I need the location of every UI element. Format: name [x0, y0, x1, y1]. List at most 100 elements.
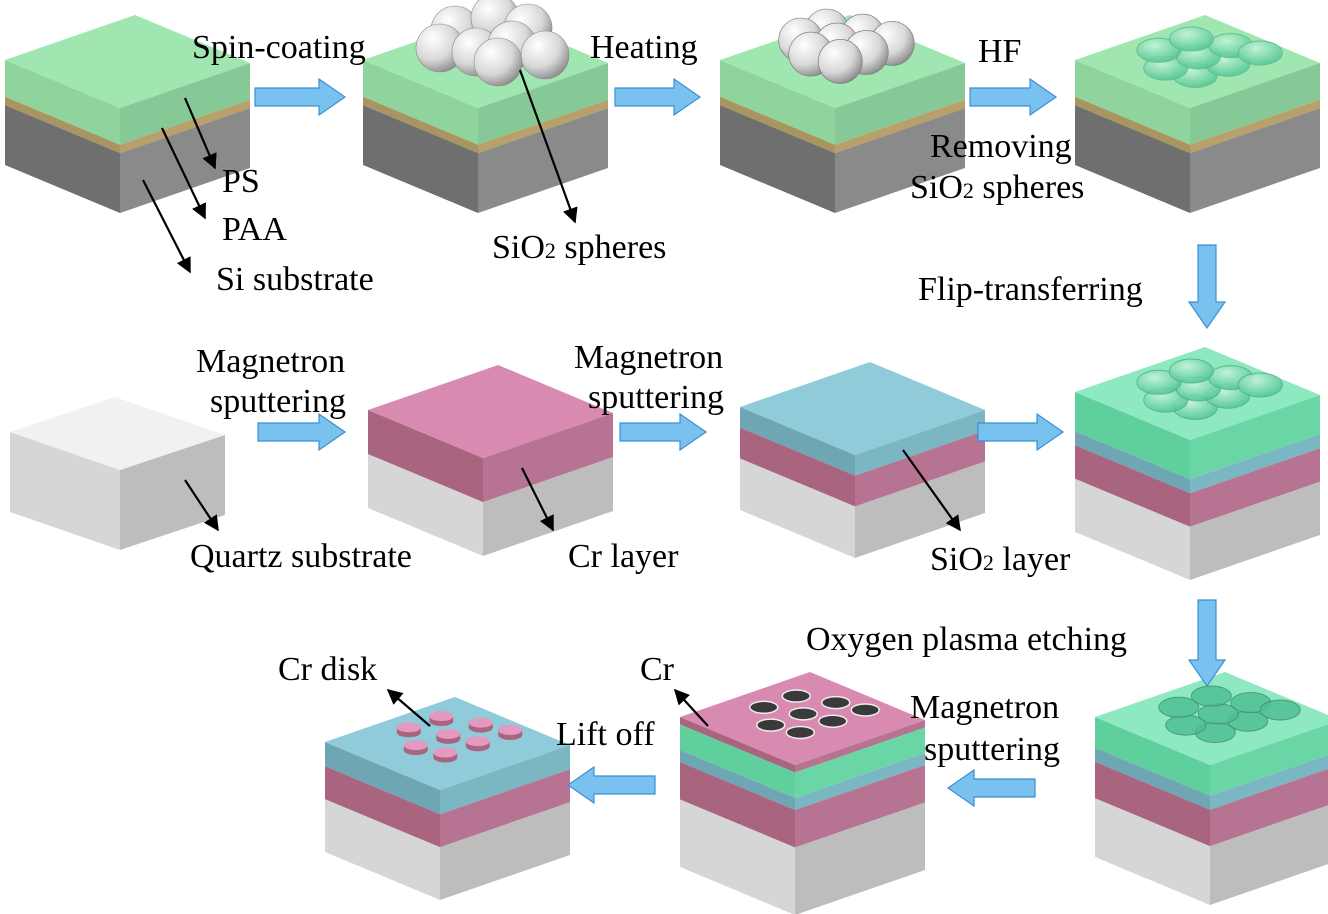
layer-side-face	[478, 63, 608, 145]
step-spin-coating: Spin-coating	[192, 29, 366, 66]
layer-side-face	[835, 108, 965, 213]
layer-front-face	[1075, 392, 1190, 480]
pointer-paa	[161, 127, 206, 220]
arrow-spin-coating	[254, 77, 347, 117]
layer-side-face	[795, 753, 925, 810]
top-face	[368, 365, 613, 458]
hole-pattern	[1158, 685, 1301, 743]
layer-side-face	[1190, 108, 1320, 213]
step-removing: Removing	[930, 128, 1072, 165]
layer-front-face	[720, 105, 835, 213]
bowl	[1259, 699, 1301, 721]
layer-front-face	[5, 96, 120, 154]
pointer-si	[142, 179, 191, 274]
arrow-magnetron-2	[619, 412, 708, 452]
layer-side-face	[120, 99, 250, 154]
layer-side-face	[440, 802, 570, 900]
label-cr-layer: Cr layer	[568, 538, 679, 575]
pointer-sio2-spheres	[518, 69, 578, 224]
sphere	[520, 30, 570, 80]
step-removing-sio2-spheres: SiO2 spheres	[910, 169, 1084, 206]
top-face	[5, 15, 250, 108]
bowl	[1136, 369, 1182, 395]
step-oxygen-plasma-etching: Oxygen plasma etching	[806, 621, 1127, 658]
layer-front-face	[363, 96, 478, 154]
layer-side-face	[855, 430, 985, 507]
step-magnetron-1-line2: sputtering	[210, 383, 346, 420]
hole	[781, 689, 812, 703]
box-spheres-removed	[1075, 15, 1320, 213]
layer-front-face	[1095, 747, 1210, 810]
disk-top	[468, 717, 493, 728]
bowl	[1190, 685, 1232, 707]
step-magnetron-3-line2: sputtering	[924, 731, 1060, 768]
step-flip-transferring: Flip-transferring	[918, 271, 1143, 308]
box-cr-coated	[368, 365, 613, 556]
top-face	[10, 397, 225, 470]
layer-front-face	[1095, 717, 1210, 796]
layer-side-face	[1210, 754, 1328, 810]
layer-side-face	[440, 769, 570, 848]
step-magnetron-3-line1: Magnetron	[910, 689, 1059, 726]
layer-side-face	[835, 99, 965, 154]
layer-front-face	[720, 60, 835, 145]
layer-front-face	[740, 458, 855, 558]
arrow-to-flipped	[977, 412, 1065, 452]
sphere	[473, 37, 523, 87]
layer-side-face	[478, 108, 608, 213]
layer-front-face	[363, 60, 478, 145]
arrow-oxygen-plasma	[1187, 599, 1227, 688]
disk-top	[396, 722, 421, 733]
layer-front-face	[1095, 761, 1210, 847]
disk-top	[465, 736, 490, 747]
layer-side-face	[855, 461, 985, 558]
layer-front-face	[1075, 60, 1190, 145]
layer-front-face	[680, 762, 795, 848]
bowl-pattern	[1136, 26, 1283, 88]
bowl	[1237, 372, 1283, 398]
layer-side-face	[440, 745, 570, 815]
layer-front-face	[1075, 431, 1190, 494]
layer-front-face	[325, 799, 440, 900]
layer-front-face	[1075, 445, 1190, 527]
layer-front-face	[5, 105, 120, 213]
hole	[785, 725, 815, 740]
label-si-substrate: Si substrate	[216, 261, 374, 298]
cr-holes	[749, 689, 880, 740]
bowl	[1136, 37, 1182, 63]
layer-front-face	[740, 407, 855, 476]
disk-top	[498, 724, 523, 735]
layer-side-face	[795, 802, 925, 914]
layer-side-face	[120, 63, 250, 145]
bowl	[1237, 40, 1283, 66]
layer-front-face	[1075, 105, 1190, 213]
bowl-pattern	[1136, 358, 1283, 420]
hole	[788, 707, 818, 721]
top-face	[740, 362, 985, 455]
layer-side-face	[1210, 805, 1328, 905]
hole	[850, 703, 880, 717]
pointer-sio2-layer	[902, 449, 961, 532]
layer-side-face	[120, 108, 250, 213]
disk-top	[403, 740, 428, 751]
label-quartz-substrate: Quartz substrate	[190, 538, 412, 575]
pointer-cr-disk	[386, 688, 431, 727]
step-hf: HF	[978, 33, 1021, 70]
disk-top	[436, 728, 461, 739]
box-heated	[720, 8, 965, 213]
layer-front-face	[1075, 96, 1190, 154]
arrow-magnetron-1	[257, 412, 347, 452]
layer-side-face	[478, 99, 608, 154]
disk-top	[429, 711, 454, 722]
arrow-magnetron-3	[946, 768, 1036, 808]
arrow-flip-transferring	[1187, 244, 1227, 330]
label-paa: PAA	[222, 211, 287, 248]
step-magnetron-1-line1: Magnetron	[196, 343, 345, 380]
arrow-hf	[969, 77, 1058, 117]
embedded-spheres	[778, 8, 915, 84]
sio2-spheres	[415, 0, 570, 87]
box-spin-coated	[363, 0, 608, 213]
step-heating: Heating	[590, 29, 698, 66]
layer-front-face	[368, 410, 483, 503]
